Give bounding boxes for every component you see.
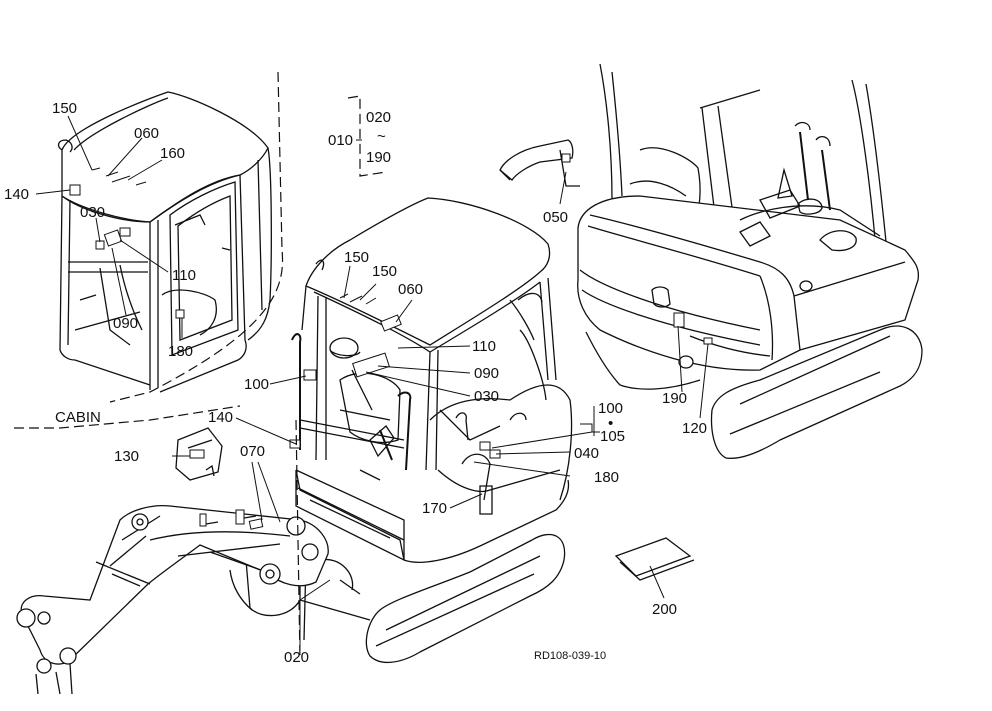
- label-020-range-start: 020: [366, 109, 391, 126]
- label-180-cabin: 180: [168, 343, 193, 360]
- label-020-main: 020: [284, 649, 309, 666]
- label-100-bracket: 100: [598, 400, 623, 417]
- main-machine: [229, 197, 573, 663]
- part-200-manual: [614, 537, 695, 581]
- range-bracket-010: [347, 95, 387, 177]
- label-050: 050: [543, 209, 568, 226]
- label-010: 010: [328, 132, 353, 149]
- label-150-main-left: 150: [344, 249, 369, 266]
- label-105: 105: [600, 428, 625, 445]
- label-150-cabin: 150: [52, 100, 77, 117]
- cabin-illustration: [14, 71, 284, 429]
- label-090-cabin: 090: [113, 315, 138, 332]
- part-130-plate: [175, 427, 223, 481]
- label-140-main: 140: [208, 409, 233, 426]
- label-060-cabin: 060: [134, 125, 159, 142]
- label-190-rear: 190: [662, 390, 687, 407]
- label-200: 200: [652, 601, 677, 618]
- label-cabin: CABIN: [55, 409, 101, 426]
- label-090-main: 090: [474, 365, 499, 382]
- label-190-range-end: 190: [366, 149, 391, 166]
- label-160-cabin: 160: [160, 145, 185, 162]
- rear-view-machine: [577, 63, 923, 459]
- label-110-main: 110: [472, 338, 496, 355]
- leader-lines: [172, 265, 665, 650]
- label-180-main: 180: [594, 469, 619, 486]
- label-030-cabin: 030: [80, 204, 105, 221]
- label-040: 040: [574, 445, 599, 462]
- label-120: 120: [682, 420, 707, 437]
- part-050-bracket: [499, 139, 580, 205]
- label-130: 130: [114, 448, 139, 465]
- label-100-main: 100: [244, 376, 269, 393]
- part-number-labels: 150 060 160 140 030 110 090 180 CABIN 01…: [4, 100, 707, 666]
- label-170: 170: [422, 500, 447, 517]
- boom-arm: [16, 419, 329, 695]
- label-range-tilde: ~: [377, 128, 386, 145]
- label-110-cabin: 110: [172, 267, 196, 284]
- label-070: 070: [240, 443, 265, 460]
- label-150-main-right: 150: [372, 263, 397, 280]
- label-140-cabin: 140: [4, 186, 29, 203]
- label-030-main: 030: [474, 388, 499, 405]
- drawing-reference-number: RD108-039-10: [534, 650, 606, 662]
- label-060-main: 060: [398, 281, 423, 298]
- label-bullet: •: [608, 415, 613, 432]
